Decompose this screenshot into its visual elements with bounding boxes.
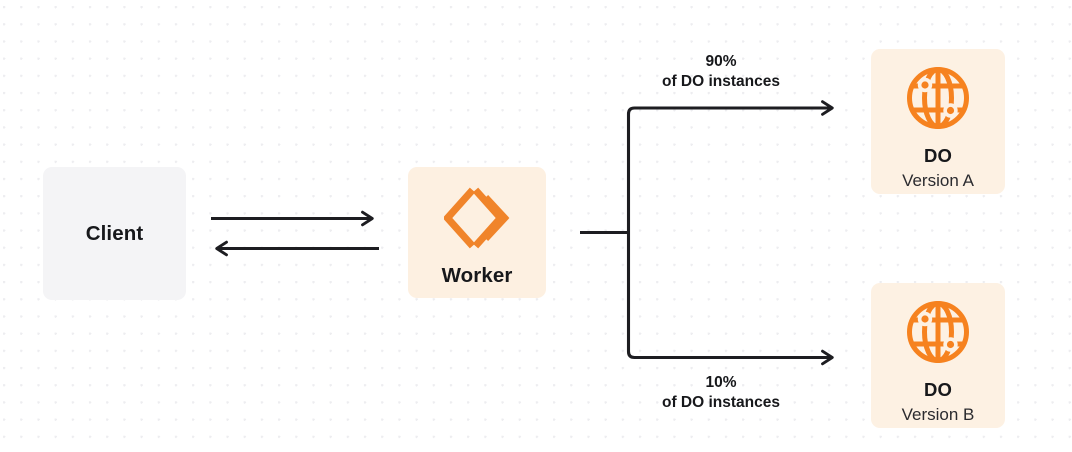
edge-worker-to-do-a	[626, 100, 834, 233]
edge-label-do-b-percent: 10%	[705, 374, 737, 391]
node-do-version-a[interactable]: DO Version A	[871, 49, 1005, 194]
node-client-label: Client	[85, 221, 144, 245]
node-worker[interactable]: Worker	[408, 167, 546, 298]
edge-label-do-a-percent: 90%	[705, 53, 737, 70]
globe-icon	[907, 67, 969, 129]
edge-label-do-a-description: of DO instances	[662, 73, 780, 91]
edge-label-do-a: 90% of DO instances	[605, 52, 837, 93]
cloudflare-workers-logo-icon	[444, 187, 510, 249]
edge-worker-to-do-b	[626, 232, 834, 366]
node-client[interactable]: Client	[43, 167, 186, 300]
node-do-version-a-sublabel: Version A	[902, 171, 974, 190]
globe-icon	[907, 301, 969, 363]
node-do-version-b-sublabel: Version B	[901, 405, 975, 424]
edge-label-do-b-description: of DO instances	[662, 394, 780, 412]
node-do-version-b-label: DO	[924, 379, 952, 400]
edge-label-do-b: 10% of DO instances	[605, 373, 837, 414]
node-do-version-a-label: DO	[924, 145, 952, 166]
node-do-version-b[interactable]: DO Version B	[871, 283, 1005, 428]
node-worker-label: Worker	[441, 264, 513, 287]
